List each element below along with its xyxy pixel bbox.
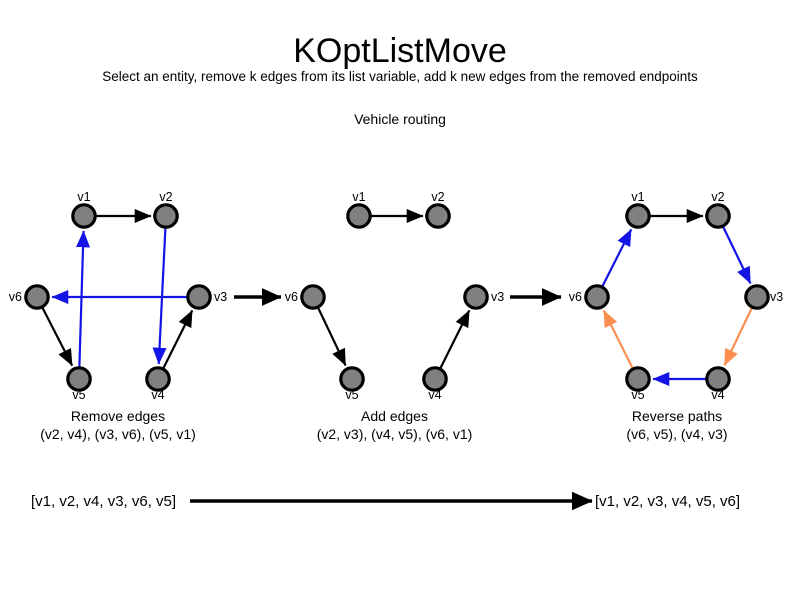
edge-v5-to-v1 <box>76 230 91 368</box>
list-after: [v1, v2, v3, v4, v5, v6] <box>595 493 740 510</box>
node-v2[interactable] <box>425 203 451 229</box>
page-title: KOptListMove <box>293 32 507 70</box>
node-v6[interactable] <box>24 284 50 310</box>
panel-caption-line1: Reverse paths <box>632 408 722 424</box>
node-label-v3: v3 <box>491 290 504 304</box>
node-label-v3: v3 <box>214 290 227 304</box>
panel-caption-line2: (v6, v5), (v4, v3) <box>626 426 727 442</box>
node-label-v1: v1 <box>631 190 644 204</box>
node-v1[interactable] <box>346 203 372 229</box>
node-v3[interactable] <box>744 284 770 310</box>
node-v4[interactable] <box>145 366 171 392</box>
nodes-group: v1 v2 v6 v3 v5 v4 <box>9 190 227 402</box>
panel-caption-line2: (v2, v4), (v3, v6), (v5, v1) <box>40 426 196 442</box>
edge-v4-to-v3 <box>162 309 194 370</box>
node-label-v1: v1 <box>352 190 365 204</box>
nodes-group: v1 v2 v6 v3 v5 v4 <box>569 190 783 402</box>
node-v6[interactable] <box>584 284 610 310</box>
node-v3[interactable] <box>463 284 489 310</box>
node-v2[interactable] <box>705 203 731 229</box>
list-before: [v1, v2, v4, v3, v6, v5] <box>31 493 176 510</box>
edge-v6-to-v5 <box>41 306 74 367</box>
node-label-v4: v4 <box>711 388 724 402</box>
node-v5[interactable] <box>625 366 651 392</box>
panel-caption-line1: Add edges <box>361 408 428 424</box>
edges-group <box>41 208 194 370</box>
node-label-v5: v5 <box>631 388 644 402</box>
node-label-v3: v3 <box>770 290 783 304</box>
node-label-v5: v5 <box>72 388 85 402</box>
edge-v4-to-v3 <box>439 309 471 370</box>
edge-v5-to-v6 <box>602 309 634 370</box>
node-v3[interactable] <box>186 284 212 310</box>
node-label-v6: v6 <box>569 290 582 304</box>
node-v1[interactable] <box>625 203 651 229</box>
list-transition-row: [v1, v2, v4, v3, v6, v5] [v1, v2, v3, v4… <box>31 491 740 511</box>
panel-caption-line2: (v2, v3), (v4, v5), (v6, v1) <box>317 426 473 442</box>
edges-group <box>601 208 754 387</box>
node-v4[interactable] <box>422 366 448 392</box>
section-title: Vehicle routing <box>354 111 446 127</box>
node-v6[interactable] <box>300 284 326 310</box>
node-v4[interactable] <box>705 366 731 392</box>
node-label-v2: v2 <box>711 190 724 204</box>
edge-v2-to-v3 <box>721 225 752 284</box>
edge-v3-to-v4 <box>723 306 754 366</box>
edge-v6-to-v1 <box>601 228 633 288</box>
node-label-v5: v5 <box>345 388 358 402</box>
node-v2[interactable] <box>153 203 179 229</box>
node-label-v6: v6 <box>285 290 298 304</box>
node-label-v6: v6 <box>9 290 22 304</box>
node-label-v2: v2 <box>431 190 444 204</box>
node-label-v4: v4 <box>151 388 164 402</box>
edge-v2-to-v4 <box>152 227 167 365</box>
edges-group <box>316 208 471 370</box>
node-v5[interactable] <box>66 366 92 392</box>
node-label-v4: v4 <box>428 388 441 402</box>
node-v1[interactable] <box>71 203 97 229</box>
node-label-v1: v1 <box>77 190 90 204</box>
node-label-v2: v2 <box>159 190 172 204</box>
edge-v6-to-v5 <box>316 306 347 366</box>
page-subtitle: Select an entity, remove k edges from it… <box>102 69 698 84</box>
nodes-group: v1 v2 v6 v3 v5 v4 <box>285 190 504 402</box>
panel-caption-line1: Remove edges <box>71 408 165 424</box>
node-v5[interactable] <box>339 366 365 392</box>
